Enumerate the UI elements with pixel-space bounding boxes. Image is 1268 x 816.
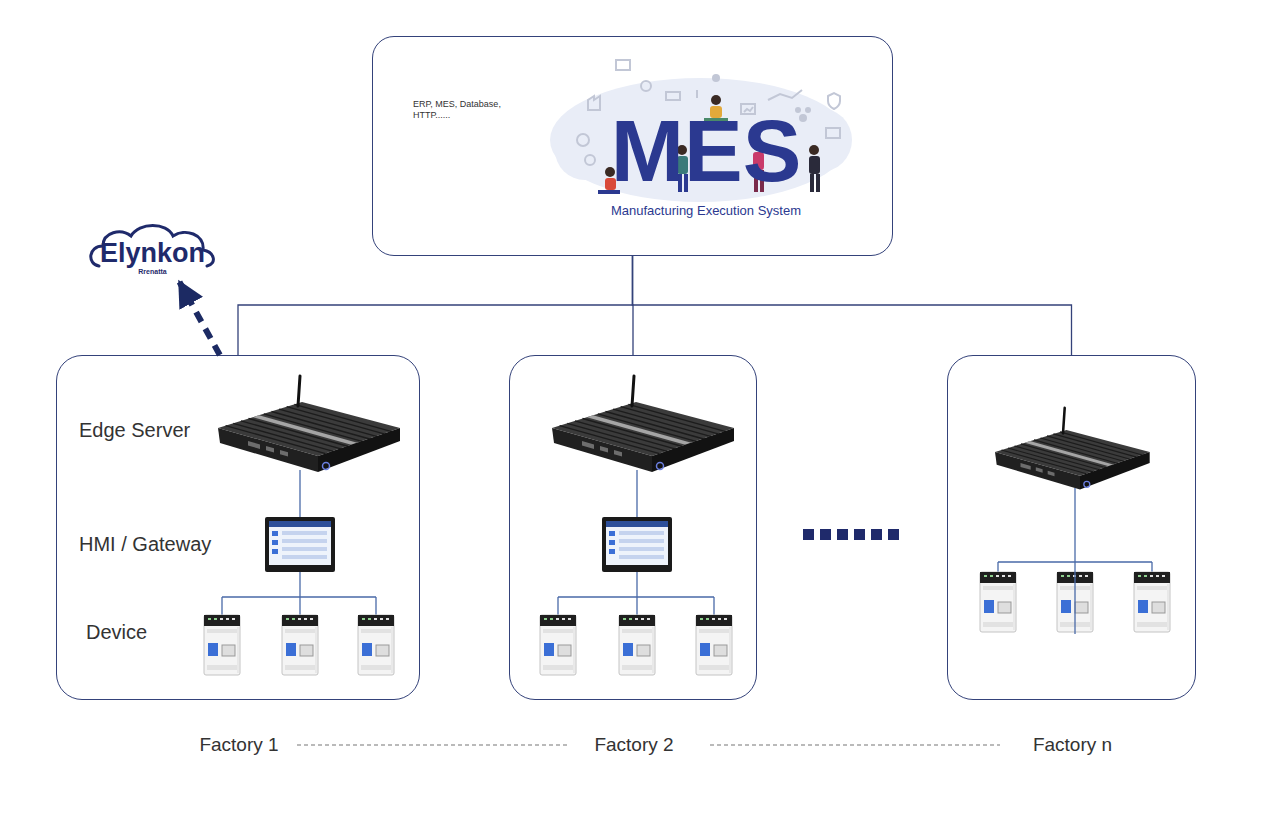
logo-wordmark: Elynkon	[85, 240, 220, 267]
edge-server-symbol	[552, 376, 734, 472]
system-acronym: MES	[576, 107, 836, 195]
cloud-upload-arrow	[180, 282, 220, 355]
logo-subtitle: Rrenatta	[85, 268, 220, 275]
device-wire	[1074, 488, 1075, 634]
hmi-symbol	[265, 517, 335, 572]
factory-label: Factory n	[888, 734, 1257, 757]
system-box: ERP, MES, Database, HTTP...... MES Manufac…	[372, 36, 893, 256]
factory-box: Factory n	[947, 355, 1196, 700]
mes-illustration	[550, 60, 852, 202]
factory-box: Factory 2	[509, 355, 757, 700]
system-name: Manufacturing Execution System	[536, 203, 876, 219]
row-label: HMI / Gateway	[79, 532, 211, 556]
edge-server-symbol	[995, 408, 1150, 490]
row-label: Edge Server	[79, 418, 190, 442]
row-label: Device	[86, 620, 147, 644]
plc-device-symbol	[204, 572, 1170, 675]
hmi-symbol	[602, 517, 672, 572]
network-line	[633, 256, 1072, 355]
factory-label: Factory 2	[450, 734, 818, 757]
edge-server-symbol	[218, 376, 400, 472]
cloud-logo: ElynkonRrenatta	[85, 222, 220, 282]
network-line	[238, 256, 633, 355]
ellipsis-squares	[803, 529, 899, 540]
factory-label: Factory 1	[0, 734, 481, 757]
network-line	[632, 256, 634, 355]
system-list: ERP, MES, Database, HTTP......	[413, 99, 508, 121]
factory-box: Factory 1	[56, 355, 420, 700]
